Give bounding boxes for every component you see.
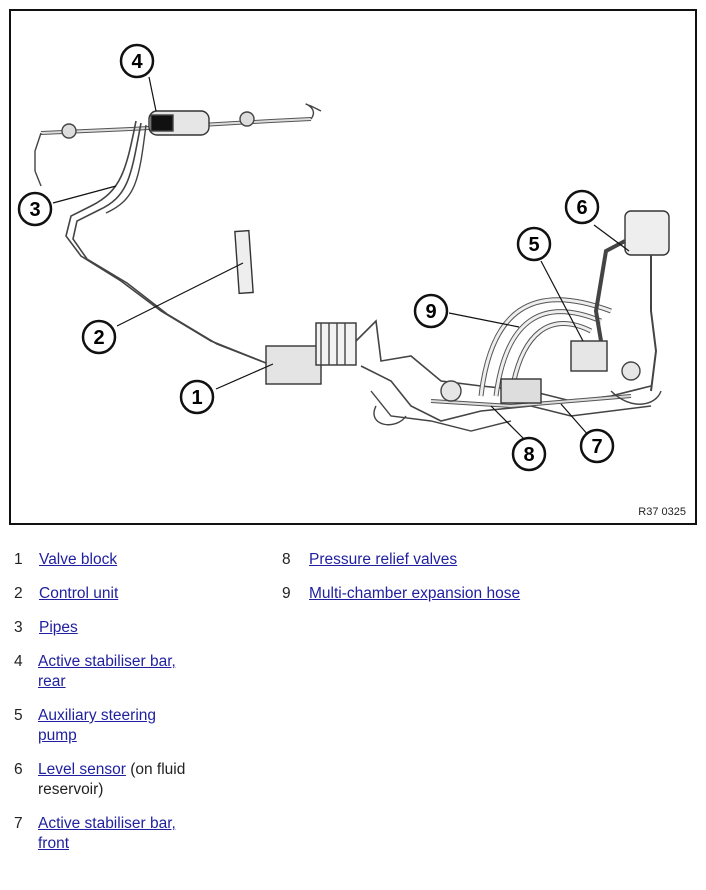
legend-item-9: 9 Multi-chamber expansion hose	[282, 584, 582, 604]
reservoir-shape	[624, 210, 670, 256]
legend-number: 1	[14, 551, 23, 568]
legend-suffix: (on fluid	[125, 761, 186, 778]
svg-text:5: 5	[528, 234, 539, 256]
hydraulic-components	[34, 103, 670, 432]
svg-text:7: 7	[591, 436, 602, 458]
link-line-1: Active stabiliser bar,	[38, 815, 176, 832]
valve-block-link[interactable]: Valve block	[39, 551, 118, 568]
pipes-link[interactable]: Pipes	[39, 619, 78, 636]
callout-3: 3	[17, 191, 53, 227]
svg-text:1: 1	[191, 387, 202, 409]
callout-6: 6	[564, 189, 600, 225]
svg-text:2: 2	[93, 327, 104, 349]
leader-lines	[52, 76, 630, 442]
callout-2: 2	[81, 319, 117, 355]
legend-item-8: 8 Pressure relief valves	[282, 550, 582, 570]
legend-item-1: 1 Valve block	[14, 550, 254, 570]
link-line-2: pump	[38, 727, 77, 744]
legend-number: 2	[14, 585, 23, 602]
active-stabiliser-bar-rear-link[interactable]: Active stabiliser bar, rear	[38, 653, 176, 690]
legend-item-4: 4 Active stabiliser bar, rear	[14, 652, 254, 692]
callout-markers: 4 3 2 1 6 5 9 8 7	[17, 43, 615, 472]
link-line-1: Active stabiliser bar,	[38, 653, 176, 670]
diagram-drawing: 4 3 2 1 6 5 9 8 7	[17, 43, 670, 472]
svg-text:4: 4	[131, 51, 143, 73]
legend-number: 7	[14, 815, 23, 832]
svg-text:3: 3	[29, 199, 40, 221]
legend-number: 9	[282, 585, 291, 602]
pressure-relief-valves-link[interactable]: Pressure relief valves	[309, 551, 458, 568]
hydraulic-system-diagram: 4 3 2 1 6 5 9 8 7 R37 0325	[9, 9, 697, 525]
active-stabiliser-bar-front-link[interactable]: Active stabiliser bar, front	[38, 815, 176, 852]
legend-suffix-line-2: reservoir)	[38, 781, 104, 798]
svg-text:8: 8	[523, 444, 534, 466]
callout-1: 1	[179, 379, 215, 415]
link-line-2: front	[38, 835, 70, 852]
control-unit-shape	[234, 229, 254, 295]
legend-number: 5	[14, 707, 23, 724]
level-sensor-link[interactable]: Level sensor	[38, 761, 126, 778]
control-unit-link[interactable]: Control unit	[39, 585, 119, 602]
multi-chamber-expansion-hose-link[interactable]: Multi-chamber expansion hose	[309, 585, 521, 602]
legend-item-5: 5 Auxiliary steering pump	[14, 706, 254, 746]
callout-7: 7	[579, 428, 615, 464]
callout-4: 4	[119, 43, 155, 79]
legend-number: 3	[14, 619, 23, 636]
legend-item-3: 3 Pipes	[14, 618, 254, 638]
callout-5: 5	[516, 226, 552, 262]
figure-reference-code: R37 0325	[638, 506, 686, 518]
legend-item-7: 7 Active stabiliser bar, front	[14, 814, 254, 854]
legend-number: 4	[14, 653, 23, 670]
legend-item-2: 2 Control unit	[14, 584, 254, 604]
callout-8: 8	[511, 436, 547, 472]
svg-text:6: 6	[576, 197, 587, 219]
callout-9: 9	[413, 293, 449, 329]
svg-text:9: 9	[425, 301, 436, 323]
pump-shape	[570, 340, 608, 372]
legend-number: 8	[282, 551, 291, 568]
legend-number: 6	[14, 761, 23, 778]
auxiliary-steering-pump-link[interactable]: Auxiliary steering pump	[38, 707, 156, 744]
valve-block-shape	[265, 345, 322, 385]
link-line-1: Auxiliary steering	[38, 707, 157, 724]
link-line-2: rear	[38, 673, 66, 690]
legend-item-6: 6 Level sensor (on fluid reservoir)	[14, 760, 254, 800]
